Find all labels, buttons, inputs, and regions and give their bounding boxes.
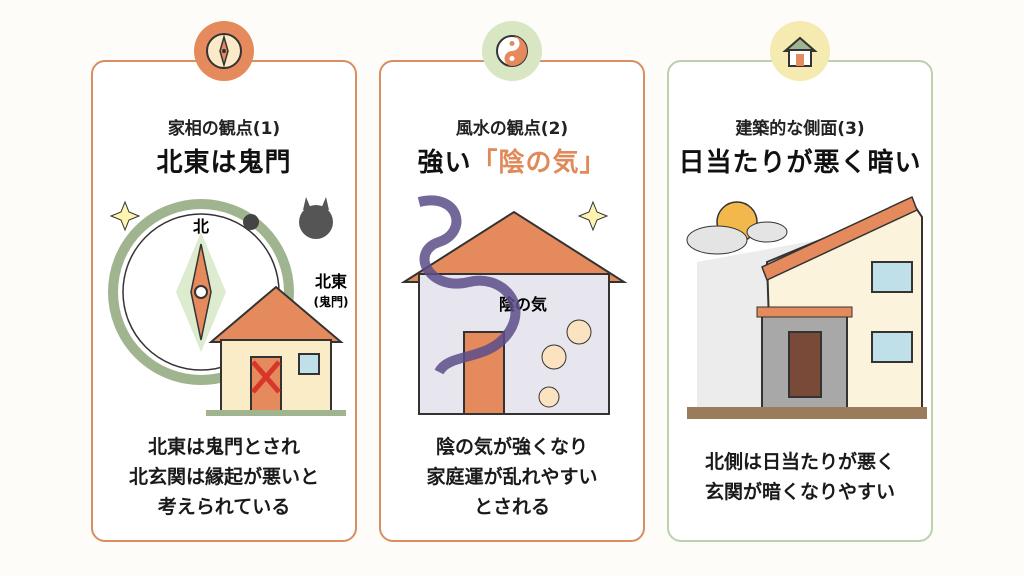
kimon-label: (鬼門) [314, 294, 349, 309]
small-demon-icon [243, 214, 259, 230]
family-figure [541, 344, 567, 370]
yin-swirl [417, 195, 521, 375]
compass-icon [193, 20, 255, 82]
demon-icon [299, 197, 333, 239]
sparkle-icon [577, 200, 609, 232]
card-subtitle: 建築的な側面(3) [735, 119, 865, 139]
north-label: 北 [193, 217, 209, 236]
card-title: 北東は鬼門 [156, 148, 292, 178]
desc-line: 北側は日当たりが悪く [704, 451, 895, 473]
desc-line: 考えられている [157, 496, 291, 518]
card-kasou: 家相の観点(1) 北東は鬼門 北 北東 (鬼門) 北東は鬼門とされ 北玄関は縁起… [91, 21, 357, 542]
title-prefix: 強い [417, 148, 472, 178]
card-description: 北側は日当たりが悪く 玄関が暗くなりやすい [669, 447, 931, 507]
house-icon [206, 285, 346, 416]
compass-house-illustration: 北 北東 (鬼門) [108, 197, 349, 416]
card-title: 強い「陰の気」 [381, 142, 643, 179]
desc-line: とされる [473, 496, 550, 518]
desc-line: 家庭運が乱れやすい [426, 466, 598, 488]
family-figure [566, 319, 592, 345]
card-title: 日当たりが悪く暗い [678, 148, 922, 178]
desc-line: 陰の気が強くなり [435, 436, 588, 458]
card-subtitle: 風水の観点(2) [455, 119, 569, 139]
cloud-icon [686, 225, 748, 255]
desc-line: 玄関が暗くなりやすい [704, 481, 895, 503]
yin-yang-icon [481, 20, 543, 82]
card-kenchiku: 建築的な側面(3) 日当たりが悪く暗い 北側は日当たりが悪く 玄関が暗くなりやす… [667, 21, 933, 542]
card-fusui: 風水の観点(2) 強い「陰の気」 陰の気 陰の気が強くなり 家庭運が乱れやすい … [379, 21, 645, 542]
dark-north-house-illustration [686, 195, 927, 419]
sparkle-icon [109, 200, 141, 232]
desc-line: 北東は鬼門とされ [147, 436, 300, 458]
card-description: 陰の気が強くなり 家庭運が乱れやすい とされる [381, 432, 643, 522]
cloud-icon [746, 221, 788, 243]
card-subtitle: 家相の観点(1) [167, 119, 281, 139]
northeast-label: 北東 [315, 272, 347, 291]
house-icon [769, 20, 831, 82]
title-accent: 「陰の気」 [471, 148, 607, 178]
yin-energy-house-illustration: 陰の気 [400, 195, 628, 415]
family-figure [538, 386, 560, 408]
desc-line: 北玄関は縁起が悪いと [128, 466, 319, 488]
card-description: 北東は鬼門とされ 北玄関は縁起が悪いと 考えられている [93, 432, 355, 522]
